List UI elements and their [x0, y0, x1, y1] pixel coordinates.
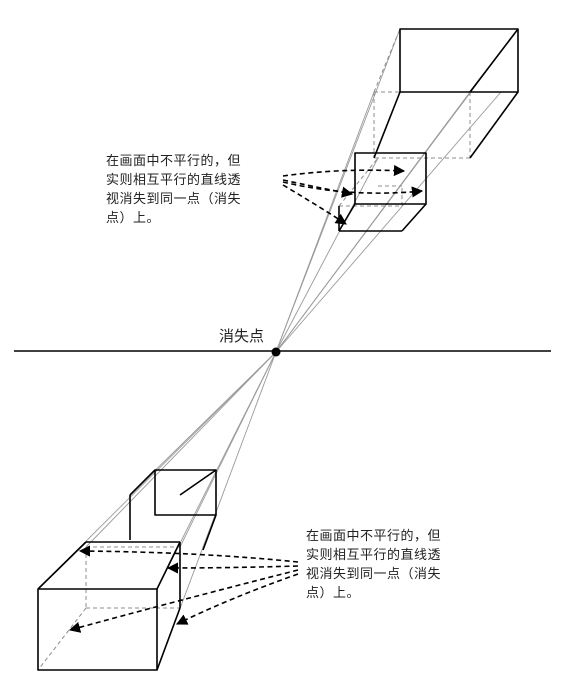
guide-lines-top: [275, 28, 519, 353]
arrow-top-4: [282, 184, 347, 225]
vanishing-point-label: 消失点: [219, 327, 265, 345]
bottom-far-box: [129, 469, 217, 551]
arrow-bottom-3: [68, 569, 299, 633]
annotation-top-line: 视消失到同一点（消失: [106, 192, 242, 207]
vanishing-point-dot: [271, 347, 281, 357]
annotation-bottom: 在画面中不平行的，但 实则相互平行的直线透 视消失到同一点（消失 点）上。: [306, 527, 441, 603]
annotation-bottom-line: 实则相互平行的直线透: [306, 548, 442, 563]
annotation-bottom-line: 点）上。: [306, 586, 361, 601]
arrow-top-1: [282, 164, 406, 177]
arrows-top: [282, 164, 424, 225]
annotation-top: 在画面中不平行的，但 实则相互平行的直线透 视消失到同一点（消失 点）上。: [106, 152, 241, 228]
top-large-box: [373, 28, 519, 159]
arrow-bottom-4: [175, 573, 299, 625]
annotation-top-line: 点）上。: [106, 211, 161, 226]
arrows-bottom: [68, 545, 299, 633]
annotation-top-line: 在画面中不平行的，但: [106, 154, 242, 169]
annotation-bottom-line: 视消失到同一点（消失: [306, 567, 442, 582]
annotation-bottom-line: 在画面中不平行的，但: [306, 529, 442, 544]
arrow-top-3: [282, 181, 424, 198]
bottom-near-box: [37, 541, 181, 671]
arrow-bottom-2: [166, 562, 299, 574]
annotation-top-line: 实则相互平行的直线透: [106, 173, 242, 188]
arrow-bottom-1: [78, 545, 299, 563]
